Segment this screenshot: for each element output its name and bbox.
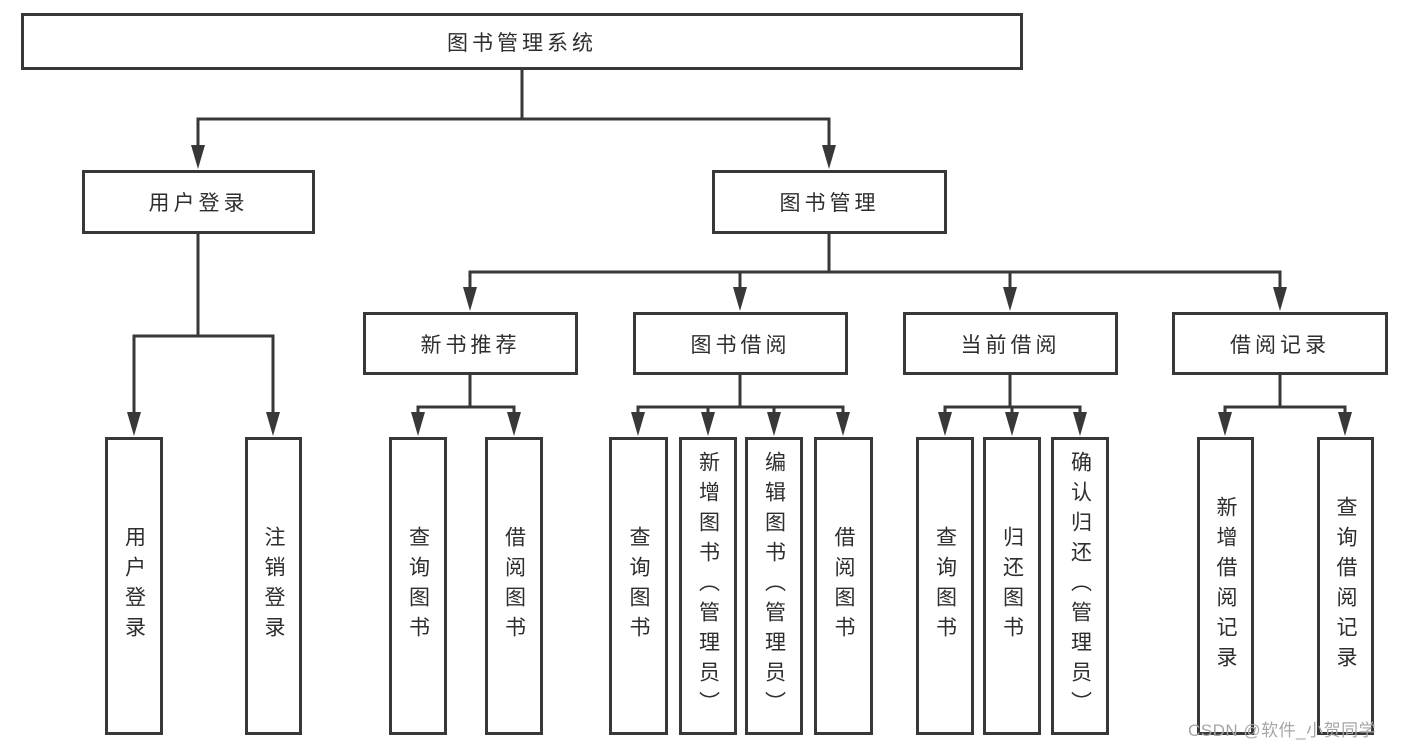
leaf-borrow-edit-book-admin: 编辑图书（管理员） xyxy=(745,437,803,735)
node-book-borrow-label: 图书借阅 xyxy=(690,333,791,357)
connector-book-management-to-level3 xyxy=(468,234,1282,287)
leaf-label: 归还图书 xyxy=(1000,526,1024,646)
node-new-book-recommend-label: 新书推荐 xyxy=(420,333,521,357)
leaf-label: 注销登录 xyxy=(262,526,285,646)
watermark: CSDN @软件_小贺同学 xyxy=(1188,721,1377,740)
connector-root-to-level2 xyxy=(196,70,831,145)
leaf-current-confirm-return-admin: 确认归还（管理员） xyxy=(1051,437,1109,735)
arrow-down-icon xyxy=(767,412,781,436)
leaf-label: 确认归还（管理员） xyxy=(1068,451,1092,721)
leaf-user-login: 用户登录 xyxy=(105,437,163,735)
arrow-down-icon xyxy=(127,412,141,436)
leaf-label: 新增图书（管理员） xyxy=(696,451,720,721)
node-current-borrow-label: 当前借阅 xyxy=(960,333,1061,357)
node-user-login: 用户登录 xyxy=(82,170,315,234)
arrow-down-icon xyxy=(411,412,425,436)
node-new-book-recommend: 新书推荐 xyxy=(363,312,578,375)
arrow-down-icon xyxy=(733,287,747,311)
connector-records-to-children xyxy=(1223,375,1347,412)
arrow-down-icon xyxy=(463,287,477,311)
connector-borrow-to-children xyxy=(636,375,845,412)
leaf-current-return-book: 归还图书 xyxy=(983,437,1041,735)
arrow-down-icon xyxy=(1005,412,1019,436)
arrow-down-icon xyxy=(1273,287,1287,311)
arrowheads xyxy=(127,145,1352,436)
arrow-down-icon xyxy=(1338,412,1352,436)
connector-recommend-to-children xyxy=(416,375,516,412)
leaf-label: 用户登录 xyxy=(122,526,146,646)
leaf-borrow-borrow-book: 借阅图书 xyxy=(814,437,873,735)
node-current-borrow: 当前借阅 xyxy=(903,312,1118,375)
leaf-label: 新增借阅记录 xyxy=(1214,496,1237,676)
arrow-down-icon xyxy=(701,412,715,436)
leaf-label: 查询图书 xyxy=(627,526,650,646)
leaf-logout: 注销登录 xyxy=(245,437,302,735)
node-root: 图书管理系统 xyxy=(21,13,1023,70)
leaf-borrow-query-book: 查询图书 xyxy=(609,437,668,735)
arrow-down-icon xyxy=(631,412,645,436)
leaf-recommend-query-book: 查询图书 xyxy=(389,437,447,735)
arrow-down-icon xyxy=(1218,412,1232,436)
leaf-current-query-book: 查询图书 xyxy=(916,437,974,735)
node-book-management: 图书管理 xyxy=(712,170,947,234)
node-borrow-records: 借阅记录 xyxy=(1172,312,1388,375)
leaf-borrow-add-book-admin: 新增图书（管理员） xyxy=(679,437,737,735)
arrow-down-icon xyxy=(191,145,205,169)
arrow-down-icon xyxy=(836,412,850,436)
leaf-label: 查询借阅记录 xyxy=(1334,496,1357,676)
node-borrow-records-label: 借阅记录 xyxy=(1230,333,1330,357)
leaf-label: 查询图书 xyxy=(933,526,957,646)
node-user-login-label: 用户登录 xyxy=(148,192,249,215)
arrow-down-icon xyxy=(822,145,836,169)
arrow-down-icon xyxy=(266,412,280,436)
leaf-recommend-borrow-book: 借阅图书 xyxy=(485,437,543,735)
connector-current-to-children xyxy=(943,375,1082,412)
arrow-down-icon xyxy=(938,412,952,436)
node-book-borrow: 图书借阅 xyxy=(633,312,848,375)
leaf-records-add-record: 新增借阅记录 xyxy=(1197,437,1254,735)
leaf-label: 借阅图书 xyxy=(502,526,526,646)
connector-user-login-to-children xyxy=(132,234,275,412)
leaf-label: 查询图书 xyxy=(406,526,430,646)
leaf-label: 借阅图书 xyxy=(832,526,855,646)
node-book-management-label: 图书管理 xyxy=(779,192,880,215)
arrow-down-icon xyxy=(507,412,521,436)
leaf-records-query-record: 查询借阅记录 xyxy=(1317,437,1374,735)
node-root-label: 图书管理系统 xyxy=(447,31,597,55)
leaf-label: 编辑图书（管理员） xyxy=(762,451,786,721)
arrow-down-icon xyxy=(1073,412,1087,436)
arrow-down-icon xyxy=(1003,287,1017,311)
